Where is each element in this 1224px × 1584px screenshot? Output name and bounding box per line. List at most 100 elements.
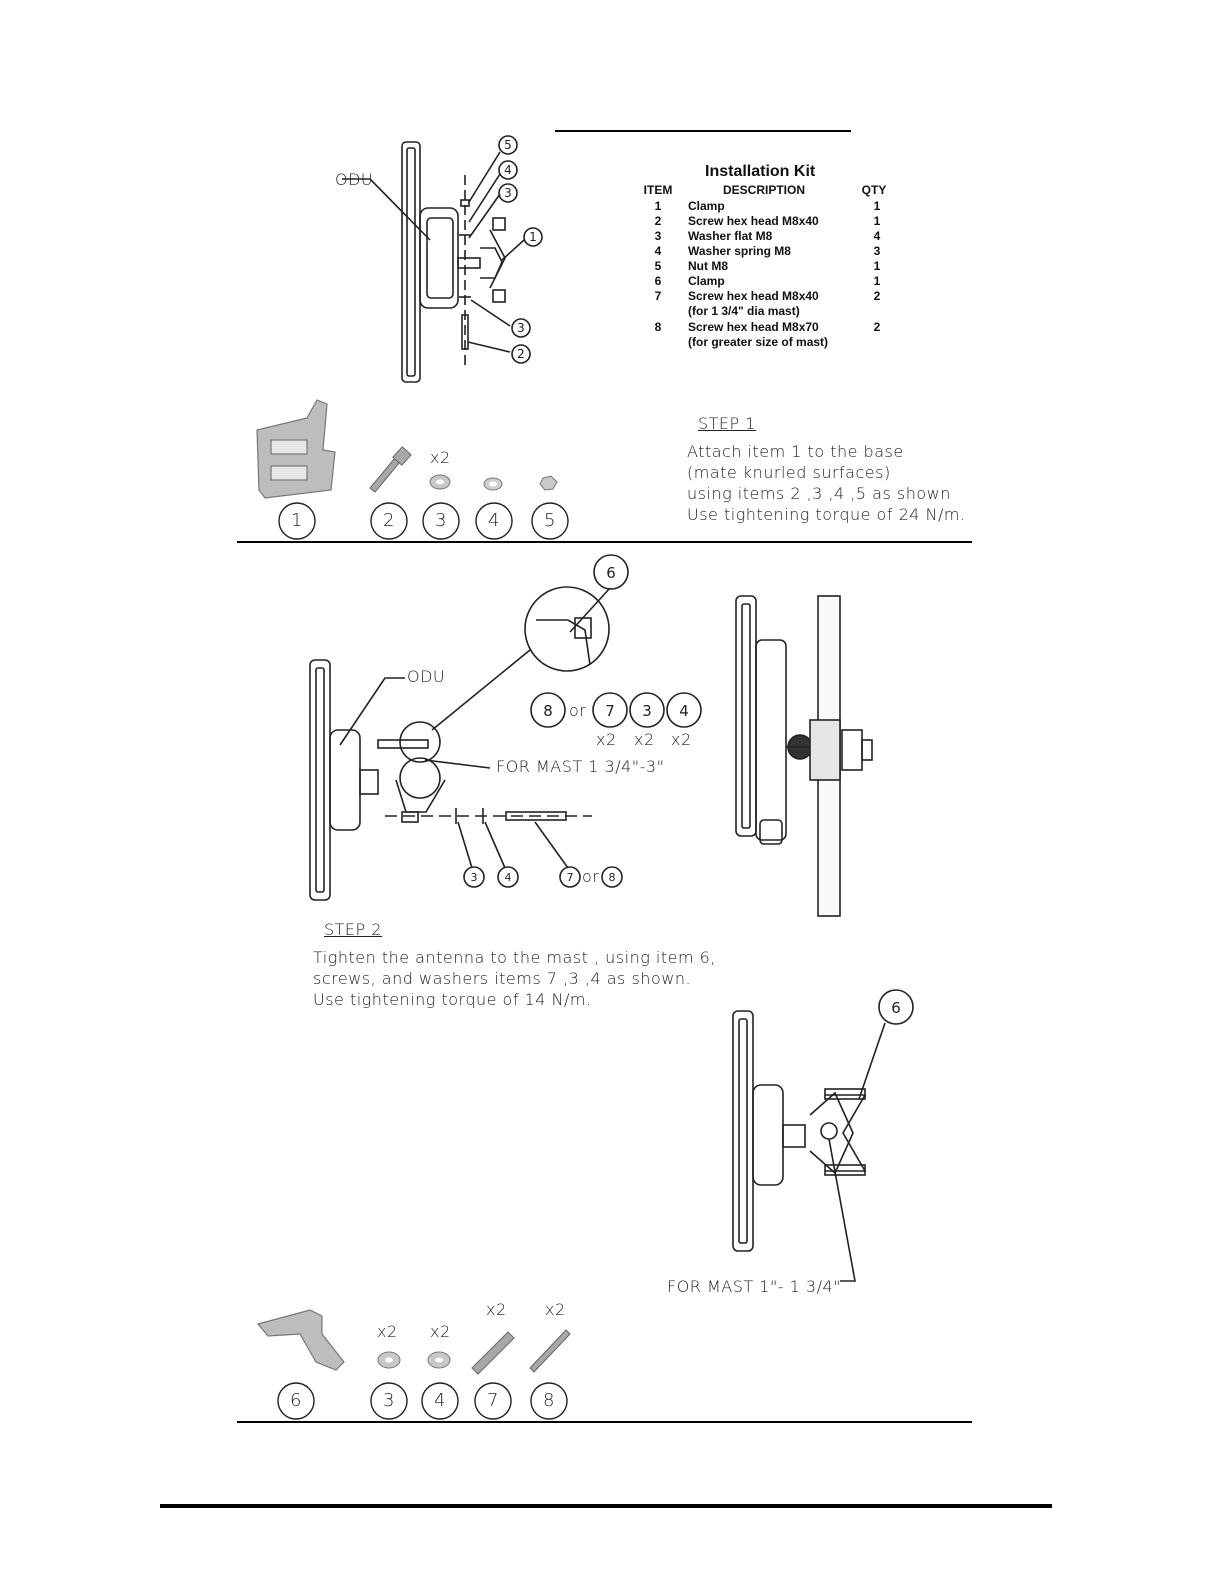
balloon-6-large: 6 xyxy=(606,564,616,582)
step1-instructions: Attach item 1 to the base (mate knurled … xyxy=(687,441,966,525)
screw-part-icon xyxy=(369,446,412,493)
kit-item-qty: 3 xyxy=(873,244,881,258)
small-mast-diagram: 6 xyxy=(732,989,914,1282)
step1-parts-illustration xyxy=(256,399,569,540)
kit-item-number: 5 xyxy=(654,259,662,273)
balloon-4: 4 xyxy=(504,163,512,177)
step2-part-number: 6 xyxy=(290,1390,302,1411)
top-rule xyxy=(555,130,851,132)
step1-line: Attach item 1 to the base xyxy=(687,442,904,461)
balloon-6-small: 6 xyxy=(891,999,901,1017)
kit-item-description: Screw hex head M8x40 xyxy=(688,214,819,228)
step2-title: STEP 2 xyxy=(324,920,382,939)
step2-qty-label: x2 xyxy=(430,1322,451,1341)
balloon-2: 2 xyxy=(517,347,525,361)
balloon-8-large: 8 xyxy=(543,702,553,720)
or-label-2: or xyxy=(582,867,600,886)
table-row: 7 Screw hex head M8x40 2 xyxy=(643,289,903,304)
step2-part-number: 7 xyxy=(487,1390,499,1411)
step2-instructions: Tighten the antenna to the mast , using … xyxy=(313,947,716,1010)
balloon-1: 1 xyxy=(529,230,537,244)
balloon-4-large: 4 xyxy=(679,702,689,720)
step2-line: Use tightening torque of 14 N/m. xyxy=(313,990,592,1009)
table-row: 6 Clamp 1 xyxy=(643,274,903,289)
mast-small-label: FOR MAST 1"- 1 3/4" xyxy=(667,1277,842,1296)
balloon-7-large: 7 xyxy=(605,702,615,720)
odu-label-top: ODU xyxy=(335,170,374,189)
kit-item-description: Nut M8 xyxy=(688,259,728,273)
step2-qty-label: x2 xyxy=(545,1300,566,1319)
kit-item-description: Screw hex head M8x40 xyxy=(688,289,819,303)
kit-header-description: DESCRIPTION xyxy=(723,183,806,197)
kit-item-number: 7 xyxy=(654,289,662,303)
table-row: 4 Washer spring M8 3 xyxy=(643,244,903,259)
step1-qty-x2: x2 xyxy=(430,448,451,467)
screw-m8x70-icon xyxy=(529,1329,571,1373)
table-row: 1 Clamp 1 xyxy=(643,199,903,214)
kit-item-number: 3 xyxy=(654,229,662,243)
step2-qty-label: x2 xyxy=(377,1322,398,1341)
step1-line: (mate knurled surfaces) xyxy=(687,463,891,482)
kit-item-qty: 2 xyxy=(873,320,881,334)
step2-line: screws, and washers items 7 ,3 ,4 as sho… xyxy=(313,969,692,988)
step1-part-number: 1 xyxy=(291,510,303,531)
step2-line: Tighten the antenna to the mast , using … xyxy=(313,948,716,967)
balloon-3-small: 3 xyxy=(471,871,478,884)
kit-header-row: ITEM DESCRIPTION QTY xyxy=(643,183,903,198)
step2-part-number: 4 xyxy=(434,1390,446,1411)
kit-header-item: ITEM xyxy=(643,183,673,197)
kit-item-description: (for greater size of mast) xyxy=(688,335,829,349)
step1-part-number: 3 xyxy=(435,510,447,531)
table-row: 8 Screw hex head M8x70 2 xyxy=(643,320,903,335)
step1-line: Use tightening torque of 24 N/m. xyxy=(687,505,966,524)
screw-m8x40-icon xyxy=(471,1331,515,1375)
kit-item-number: 2 xyxy=(654,214,662,228)
kit-header-qty: QTY xyxy=(861,183,887,197)
table-row: (for 1 3/4" dia mast) xyxy=(643,304,903,319)
kit-item-qty: 1 xyxy=(873,199,881,213)
kit-item-description: Washer flat M8 xyxy=(688,229,773,243)
step1-part-number: 4 xyxy=(488,510,500,531)
step2-part-number: 8 xyxy=(543,1390,555,1411)
qty-x2-7: x2 xyxy=(596,730,617,749)
clamp-6-part-icon xyxy=(256,1309,345,1371)
table-row: (for greater size of mast) xyxy=(643,335,903,350)
mounted-view-diagram xyxy=(735,595,873,917)
step2-qty-label: x2 xyxy=(486,1300,507,1319)
mast-large-label: FOR MAST 1 3/4"-3" xyxy=(496,757,665,776)
qty-x2-3: x2 xyxy=(634,730,655,749)
table-row: 2 Screw hex head M8x40 1 xyxy=(643,214,903,229)
step1-part-number: 5 xyxy=(544,510,556,531)
kit-item-qty: 1 xyxy=(873,214,881,228)
table-row: 5 Nut M8 1 xyxy=(643,259,903,274)
balloon-3: 3 xyxy=(504,186,512,200)
balloon-8-small: 8 xyxy=(609,871,616,884)
step2-parts-illustration xyxy=(256,1309,571,1420)
kit-item-number: 1 xyxy=(654,199,662,213)
balloon-5: 5 xyxy=(504,138,512,152)
section-divider-1 xyxy=(237,541,972,543)
large-mast-diagram: 6 8 7 3 4 3 4 7 8 xyxy=(309,554,702,901)
kit-item-qty: 1 xyxy=(873,274,881,288)
kit-item-number: 8 xyxy=(654,320,662,334)
kit-item-description: Clamp xyxy=(688,274,725,288)
section-divider-2 xyxy=(237,1421,972,1423)
nut-icon xyxy=(539,475,558,491)
kit-item-description: Washer spring M8 xyxy=(688,244,791,258)
kit-item-description: Clamp xyxy=(688,199,725,213)
kit-item-qty: 2 xyxy=(873,289,881,303)
kit-item-description: Screw hex head M8x70 xyxy=(688,320,819,334)
clamp-part-icon xyxy=(256,399,336,499)
balloon-7-small: 7 xyxy=(567,871,574,884)
footer-rule xyxy=(160,1504,1052,1508)
table-row: 3 Washer flat M8 4 xyxy=(643,229,903,244)
step1-line: using items 2 ,3 ,4 ,5 as shown xyxy=(687,484,951,503)
kit-item-number: 4 xyxy=(654,244,662,258)
odu-label-step2: ODU xyxy=(407,667,446,686)
or-label-1: or xyxy=(569,701,587,720)
kit-item-number: 6 xyxy=(654,274,662,288)
kit-item-qty: 4 xyxy=(873,229,881,243)
balloon-3-large: 3 xyxy=(642,702,652,720)
step1-part-number: 2 xyxy=(383,510,395,531)
kit-item-qty: 1 xyxy=(873,259,881,273)
